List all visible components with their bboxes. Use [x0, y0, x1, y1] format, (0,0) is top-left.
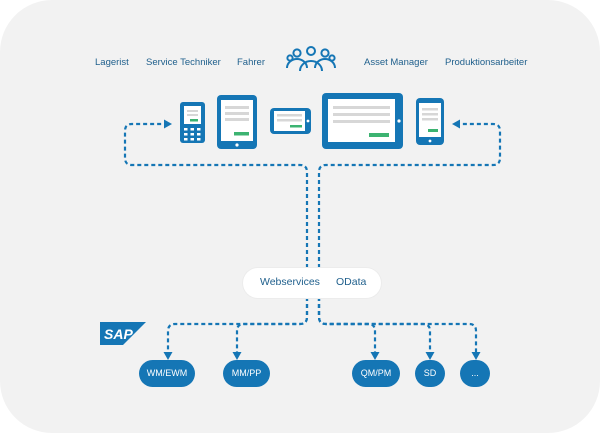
arrow-heads [163, 119, 481, 360]
role-asset-manager: Asset Manager [364, 57, 428, 68]
people-group-icon [286, 46, 336, 72]
role-fahrer: Fahrer [237, 57, 265, 68]
scanner-device-icon [180, 102, 205, 143]
role-lagerist: Lagerist [95, 57, 129, 68]
webservices-label: Webservices [260, 276, 320, 288]
tablet-landscape-icon [322, 93, 403, 149]
middleware-pill: Webservices OData [243, 268, 381, 298]
module-qm-pm: QM/PM [352, 360, 400, 387]
module-mm-pp: MM/PP [223, 360, 270, 387]
role-produktionsarbeiter: Produktionsarbeiter [445, 57, 528, 68]
sap-logo: SAP [100, 322, 146, 345]
module-more: ... [460, 360, 490, 387]
sap-logo-text: SAP [104, 326, 133, 342]
phone-landscape-icon [270, 108, 311, 134]
module-wm-ewm: WM/EWM [139, 360, 195, 387]
module-sd: SD [415, 360, 445, 387]
phone-icon [416, 98, 444, 145]
role-service-techniker: Service Techniker [146, 57, 221, 68]
odata-label: OData [336, 276, 367, 288]
dashed-connectors [123, 122, 502, 352]
tablet-icon [217, 95, 257, 149]
